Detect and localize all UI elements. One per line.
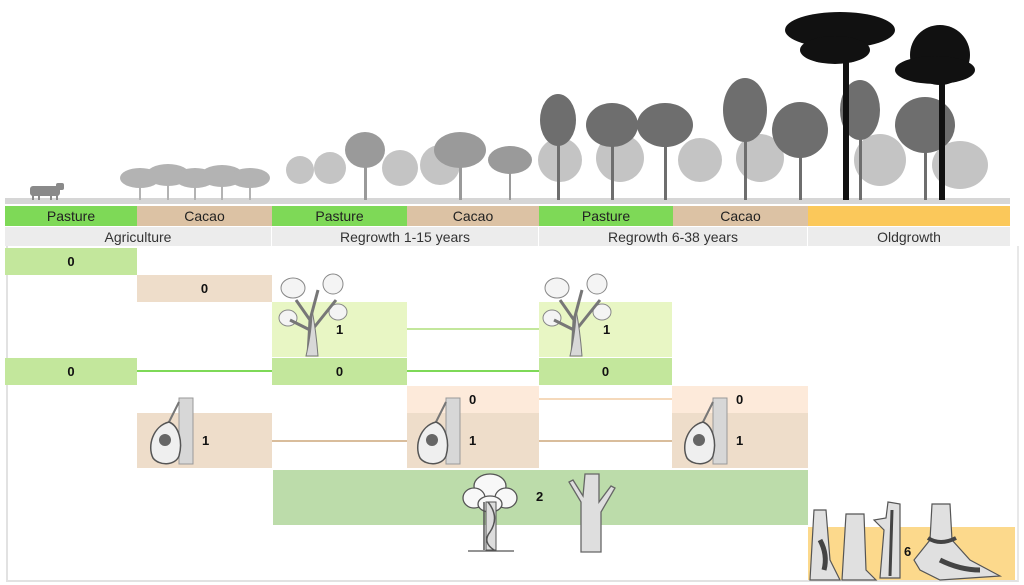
phase-oldgrowth: Oldgrowth bbox=[808, 227, 1011, 246]
group-cell-cacao-regrowth-row5-a bbox=[407, 386, 539, 413]
group-cell-pasture-regrowth-row4-a: 0 bbox=[272, 358, 407, 385]
value-label-row8: 6 bbox=[904, 544, 912, 559]
connector-line-row6-a bbox=[272, 440, 407, 442]
shrub-tree-icon bbox=[542, 273, 612, 357]
value-label-row6-ag: 1 bbox=[202, 433, 210, 448]
header-cacao-regrowth-2: Cacao bbox=[673, 206, 808, 226]
group-cell-regrowth-shared-row7 bbox=[273, 470, 808, 525]
cacao-pod-icon bbox=[683, 397, 728, 465]
group-cell-pasture-regrowth-row4-b: 0 bbox=[539, 358, 672, 385]
phase-regrowth-1-15: Regrowth 1-15 years bbox=[272, 227, 539, 246]
header-pasture-regrowth-2: Pasture bbox=[539, 206, 673, 226]
connector-line-row6-b bbox=[539, 440, 672, 442]
header-oldgrowth bbox=[808, 206, 1010, 226]
cow-icon bbox=[30, 183, 64, 200]
cacao-pod-icon bbox=[149, 397, 194, 465]
cacao-trees-silhouette bbox=[120, 164, 270, 200]
forest-skyline-illustration bbox=[5, 12, 1010, 204]
group-cell-cacao-regrowth-row5-b bbox=[672, 386, 808, 413]
connector-line-row4-a bbox=[137, 370, 272, 372]
tree-trunk-icon bbox=[568, 473, 616, 553]
value-label-row5-a: 0 bbox=[469, 392, 477, 407]
ground-strip bbox=[5, 198, 1010, 204]
value-label-row6-a: 1 bbox=[469, 433, 477, 448]
header-cacao-regrowth-1: Cacao bbox=[407, 206, 539, 226]
group-cell-pasture-ag-row4: 0 bbox=[5, 358, 137, 385]
value-label-row3-a: 1 bbox=[336, 322, 344, 337]
regrowth-trees-mid bbox=[345, 132, 532, 200]
connector-line-row3 bbox=[407, 328, 539, 330]
value-label-row6-b: 1 bbox=[736, 433, 744, 448]
value-label-row7: 2 bbox=[536, 489, 544, 504]
header-cacao-agriculture: Cacao bbox=[137, 206, 272, 226]
regrowth-trees-dark bbox=[540, 78, 955, 200]
emergent-trees-silhouette bbox=[785, 12, 975, 200]
connector-line-row4-b bbox=[407, 370, 539, 372]
phase-agriculture: Agriculture bbox=[5, 227, 272, 246]
group-cell-pasture-ag-row1: 0 bbox=[5, 248, 137, 275]
shrub-tree-icon bbox=[278, 273, 348, 357]
cacao-pod-icon bbox=[416, 397, 461, 465]
value-label-row5-b: 0 bbox=[736, 392, 744, 407]
phase-regrowth-6-38: Regrowth 6-38 years bbox=[539, 227, 808, 246]
header-pasture-regrowth-1: Pasture bbox=[272, 206, 407, 226]
liana-tree-icon bbox=[462, 473, 518, 552]
group-cell-cacao-ag-row2: 0 bbox=[137, 275, 272, 302]
diagram-frame bbox=[6, 246, 1019, 582]
regrowth-trees-light bbox=[286, 134, 988, 189]
value-label-row3-b: 1 bbox=[603, 322, 611, 337]
connector-line-row5 bbox=[539, 398, 672, 400]
header-pasture-agriculture: Pasture bbox=[5, 206, 137, 226]
buttress-trunk-icon bbox=[809, 501, 1003, 581]
